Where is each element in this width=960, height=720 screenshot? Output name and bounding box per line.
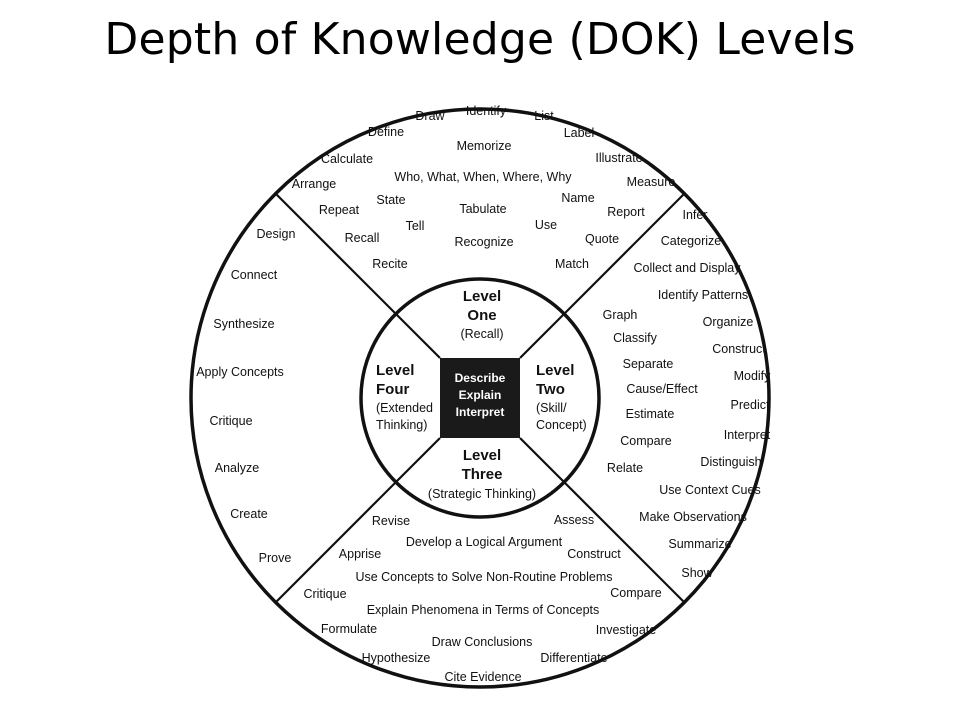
level-two-subtitle: (Skill/ bbox=[536, 401, 567, 415]
level-four-subtitle: (Extended bbox=[376, 401, 433, 415]
center-word: Explain bbox=[459, 388, 502, 402]
level-three-verb: Construct bbox=[567, 547, 621, 561]
inner-divider-line bbox=[519, 313, 565, 359]
level-one-verb: Measure bbox=[627, 175, 676, 189]
level-one-verb: Label bbox=[564, 126, 595, 140]
level-four-verb: Synthesize bbox=[213, 317, 274, 331]
level-one-verb: Who, What, When, Where, Why bbox=[394, 170, 572, 184]
outer-divider-line bbox=[563, 192, 686, 315]
level-two-title: Level bbox=[536, 362, 574, 379]
level-one-verb: Report bbox=[607, 205, 645, 219]
level-two-verb: Relate bbox=[607, 461, 643, 475]
level-two-subtitle: Concept) bbox=[536, 418, 587, 432]
level-two-verb: Make Observations bbox=[639, 510, 747, 524]
page-title: Depth of Knowledge (DOK) Levels bbox=[104, 14, 856, 65]
level-two-verb: Estimate bbox=[626, 407, 675, 421]
level-four-verb: Critique bbox=[209, 414, 252, 428]
level-one-verb: Arrange bbox=[292, 177, 337, 191]
level-one-verb: Repeat bbox=[319, 203, 360, 217]
level-two-verb: Compare bbox=[620, 434, 671, 448]
level-three-verb: Investigate bbox=[596, 623, 657, 637]
outer-divider-line bbox=[274, 192, 397, 315]
center-square bbox=[440, 358, 520, 438]
level-two-verb: Graph bbox=[603, 308, 638, 322]
level-one-verb: Tabulate bbox=[459, 202, 506, 216]
level-one-verb: Recall bbox=[345, 231, 380, 245]
inner-divider-line bbox=[395, 313, 441, 359]
level-three-verb: Hypothesize bbox=[362, 651, 431, 665]
level-two-title: Two bbox=[536, 381, 565, 398]
level-four-title: Four bbox=[376, 381, 409, 398]
inner-circle bbox=[359, 277, 601, 519]
level-one-verb: Illustrate bbox=[595, 151, 642, 165]
level-one-verb: Name bbox=[561, 191, 594, 205]
level-two-verb: Summarize bbox=[668, 537, 731, 551]
level-four-verb: Connect bbox=[231, 268, 278, 282]
level-one-subtitle: (Recall) bbox=[460, 327, 503, 341]
level-three-verb: Cite Evidence bbox=[444, 670, 521, 684]
level-one-verb: Calculate bbox=[321, 152, 373, 166]
level-two-verb: Distinguish bbox=[700, 455, 761, 469]
level-one-verb: List bbox=[534, 109, 554, 123]
level-three-verb: Formulate bbox=[321, 622, 377, 636]
level-two-verb: Identify Patterns bbox=[658, 288, 748, 302]
level-two-verb: Use Context Cues bbox=[659, 483, 760, 497]
level-two-verb: Classify bbox=[613, 331, 658, 345]
level-two-verb: Construct bbox=[712, 342, 766, 356]
level-one-verb: Match bbox=[555, 257, 589, 271]
level-two-verb: Cause/Effect bbox=[626, 382, 698, 396]
level-four-verb: Prove bbox=[259, 551, 292, 565]
level-one-verb: Recite bbox=[372, 257, 407, 271]
center-word: Describe bbox=[455, 371, 506, 385]
level-two-verb: Collect and Display bbox=[634, 261, 742, 275]
wheel-outline bbox=[189, 107, 771, 689]
level-one-verb: Draw bbox=[415, 109, 445, 123]
level-two-verb: Infer bbox=[682, 208, 707, 222]
level-one-verb: Identify bbox=[466, 104, 507, 118]
level-three-verb: Develop a Logical Argument bbox=[406, 535, 563, 549]
inner-divider-line bbox=[395, 437, 441, 483]
level-one-verb: Use bbox=[535, 218, 557, 232]
level-two-verb: Categorize bbox=[661, 234, 721, 248]
level-two-verb: Interpret bbox=[724, 428, 771, 442]
inner-divider-line bbox=[519, 437, 565, 483]
level-four-title: Level bbox=[376, 362, 414, 379]
level-three-verb: Apprise bbox=[339, 547, 381, 561]
level-three-verb: Draw Conclusions bbox=[432, 635, 533, 649]
wheel-labels: DescribeExplainInterpretLevelOne(Recall)… bbox=[196, 104, 771, 684]
center-word: Interpret bbox=[456, 405, 505, 419]
level-one-title: One bbox=[467, 307, 496, 324]
level-three-subtitle: (Strategic Thinking) bbox=[428, 487, 536, 501]
level-one-verb: State bbox=[376, 193, 405, 207]
level-three-verb: Critique bbox=[303, 587, 346, 601]
level-four-verb: Design bbox=[257, 227, 296, 241]
level-two-verb: Modify bbox=[734, 369, 772, 383]
level-two-verb: Organize bbox=[703, 315, 754, 329]
level-three-verb: Explain Phenomena in Terms of Concepts bbox=[367, 603, 600, 617]
level-two-verb: Predict bbox=[731, 398, 770, 412]
outer-circle bbox=[189, 107, 771, 689]
level-four-verb: Analyze bbox=[215, 461, 260, 475]
level-one-verb: Define bbox=[368, 125, 404, 139]
level-three-verb: Assess bbox=[554, 513, 594, 527]
level-two-verb: Separate bbox=[623, 357, 674, 371]
level-one-verb: Recognize bbox=[454, 235, 513, 249]
level-three-verb: Revise bbox=[372, 514, 410, 528]
outer-divider-line bbox=[274, 481, 397, 604]
level-one-title: Level bbox=[463, 288, 501, 305]
outer-divider-line bbox=[563, 481, 686, 604]
level-three-verb: Compare bbox=[610, 586, 661, 600]
level-one-verb: Tell bbox=[406, 219, 425, 233]
level-one-verb: Memorize bbox=[457, 139, 512, 153]
level-four-verb: Apply Concepts bbox=[196, 365, 284, 379]
level-three-title: Level bbox=[463, 447, 501, 464]
level-three-verb: Use Concepts to Solve Non-Routine Proble… bbox=[355, 570, 612, 584]
level-three-verb: Differentiate bbox=[540, 651, 607, 665]
level-four-subtitle: Thinking) bbox=[376, 418, 427, 432]
level-one-verb: Quote bbox=[585, 232, 619, 246]
level-four-verb: Create bbox=[230, 507, 268, 521]
level-three-title: Three bbox=[462, 466, 503, 483]
level-two-verb: Show bbox=[681, 566, 713, 580]
